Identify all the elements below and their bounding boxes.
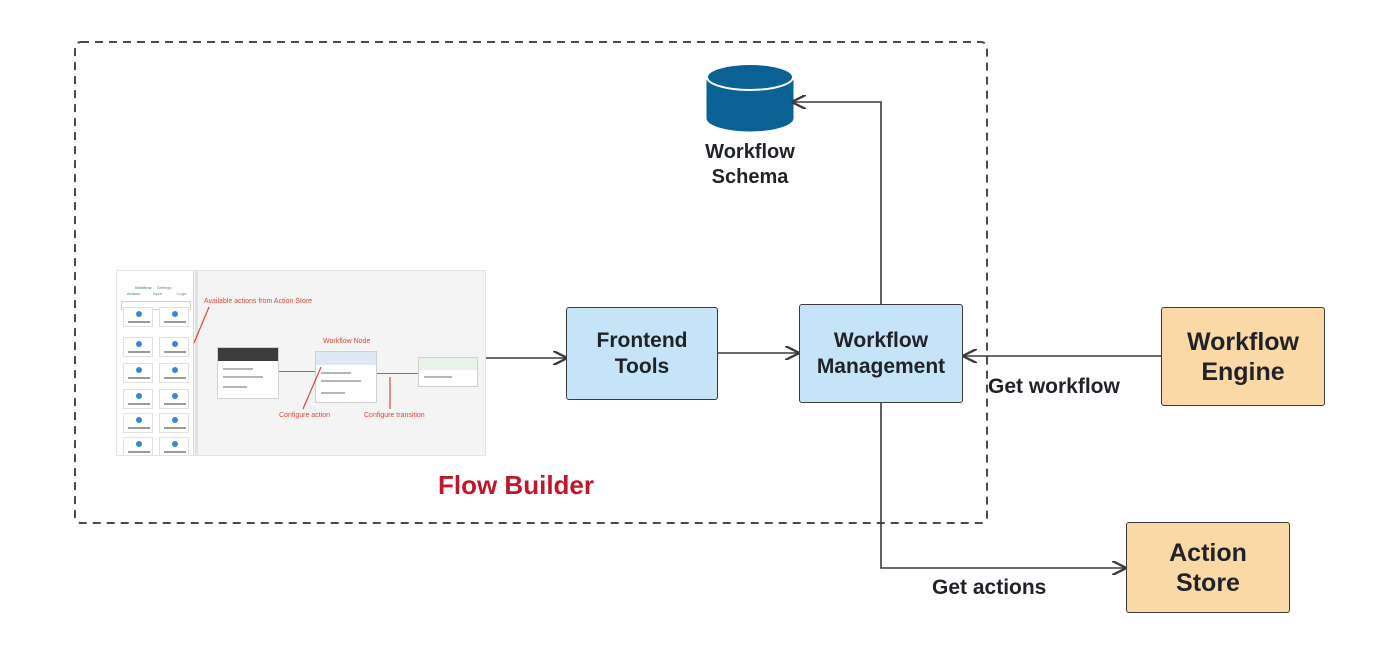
get-workflow-label: Get workflow (988, 375, 1120, 398)
edge-management-to-action-store (880, 403, 1125, 568)
frontend-tools-line1: Frontend (596, 329, 688, 353)
annotation-workflow-node: Workflow Node (323, 338, 371, 345)
screenshot-action-tile (123, 337, 153, 357)
action-store-line2: Store (1176, 568, 1240, 597)
flow-builder-screenshot: Workflow Settings Actions Input Logic Av… (116, 270, 486, 456)
screenshot-action-tile (159, 363, 189, 383)
screenshot-subtab-logic: Logic (177, 291, 187, 296)
screenshot-action-tile (159, 389, 189, 409)
screenshot-tab-settings: Settings (157, 285, 172, 290)
annotation-arrows (193, 306, 391, 410)
edge-management-to-schema (793, 102, 882, 304)
workflow-engine-line1: Workflow (1186, 327, 1300, 356)
screenshot-search-box (121, 301, 191, 310)
screenshot-tab-workflow: Workflow (135, 285, 152, 290)
workflow-schema-label: Workflow Schema (705, 141, 795, 188)
screenshot-subtab-actions: Actions (127, 291, 141, 296)
action-store-line1: Action (1169, 538, 1247, 567)
screenshot-action-tile (123, 307, 153, 327)
screenshot-subtab-input: Input (153, 291, 162, 296)
screenshot-sidebar: Workflow Settings Actions Input Logic (117, 271, 194, 455)
workflow-management-line1: Workflow (833, 329, 929, 353)
screenshot-action-tile (159, 337, 189, 357)
screenshot-action-tile (159, 437, 189, 455)
workflow-engine-line2: Engine (1201, 357, 1285, 386)
flow-builder-label: Flow Builder (438, 470, 594, 500)
screenshot-action-tile (159, 307, 189, 327)
screenshot-action-tile (123, 363, 153, 383)
annotation-configure-transition: Configure transition (364, 412, 425, 419)
screenshot-action-tile (123, 437, 153, 455)
screenshot-scrollbar (195, 271, 198, 455)
screenshot-action-tile (159, 413, 189, 433)
screenshot-node-card (217, 347, 279, 399)
get-actions-label: Get actions (932, 576, 1047, 599)
database-icon (706, 63, 794, 132)
screenshot-node-card (418, 357, 478, 387)
screenshot-node-card-selected (315, 351, 377, 403)
annotation-configure-action: Configure action (279, 412, 330, 419)
screenshot-action-tile (123, 389, 153, 409)
screenshot-action-tile (123, 413, 153, 433)
frontend-tools-line2: Tools (614, 354, 670, 378)
flow-builder-frame (74, 41, 988, 524)
annotation-available-actions: Available actions from Action Store (204, 298, 313, 305)
workflow-management-line2: Management (816, 354, 946, 378)
